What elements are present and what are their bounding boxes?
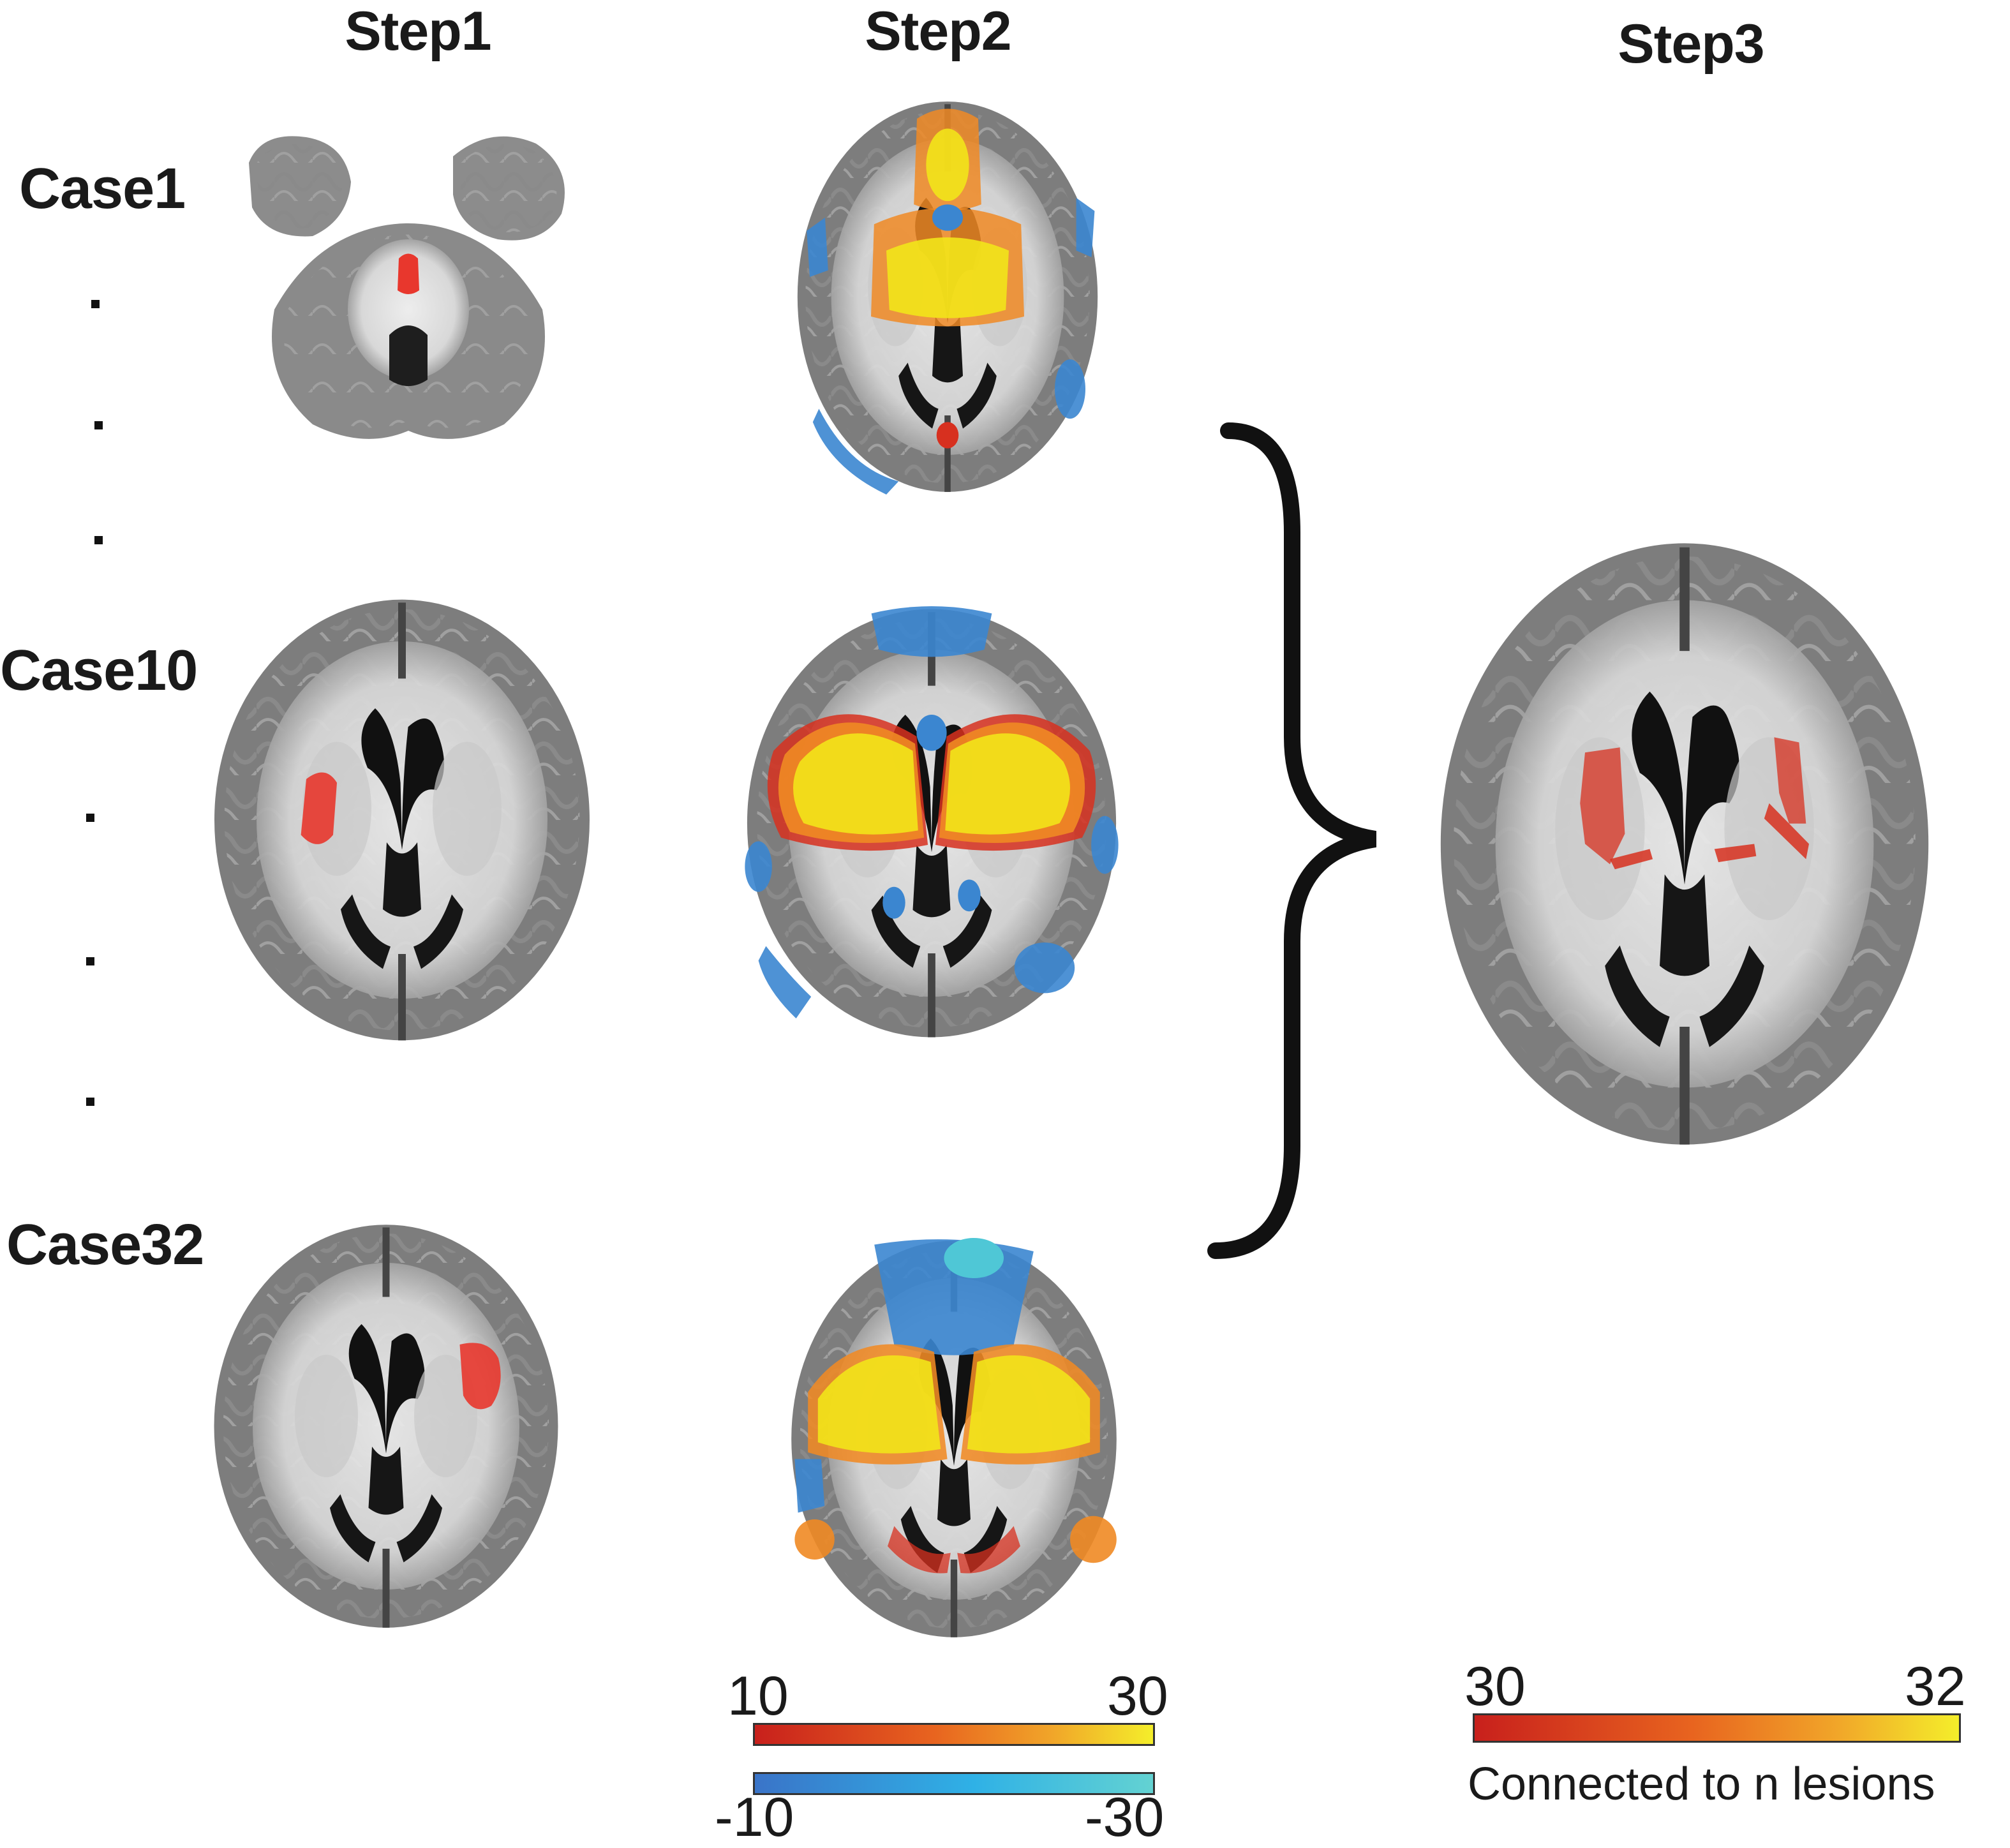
header-step2: Step2: [865, 1, 1011, 62]
ellipsis-dot: [86, 957, 94, 965]
case-label-32: Case32: [6, 1213, 204, 1277]
colorbar-positive-min-label: 10: [727, 1665, 789, 1727]
overlap-region: [1714, 844, 1757, 863]
colorbar-positive: [753, 1723, 1155, 1746]
lesion-marker: [398, 253, 419, 294]
header-step3: Step3: [1618, 13, 1764, 75]
colorbar-negative-min-label: -10: [715, 1787, 794, 1848]
ellipsis-dot: [86, 1098, 94, 1106]
case-label-10: Case10: [0, 639, 198, 703]
ellipsis-dot: [94, 421, 103, 429]
step2-case1-connectivity-map: [794, 99, 1101, 495]
step1-case10-brain-slice: [211, 597, 593, 1043]
ellipsis-dot: [86, 814, 94, 822]
colorbar-step3-caption: Connected to n lesions: [1468, 1759, 1935, 1810]
colorbar-step3: [1473, 1713, 1961, 1743]
case-label-1: Case1: [19, 157, 186, 221]
overlap-region: [1764, 803, 1809, 860]
step1-case32-brain-slice: [211, 1222, 562, 1630]
lesion-marker: [459, 1343, 501, 1410]
lesion-marker: [301, 772, 337, 844]
overlap-region: [1580, 747, 1625, 865]
right-curly-brace-icon: [1207, 422, 1377, 1259]
colorbar-negative: [753, 1772, 1155, 1795]
ellipsis-dot: [94, 536, 103, 544]
overlap-region: [1610, 849, 1653, 870]
overlap-region: [1774, 737, 1806, 824]
step2-case32-connectivity-map: [788, 1238, 1120, 1640]
step3-overlap-brain-slice: [1436, 539, 1933, 1149]
header-step1: Step1: [345, 1, 491, 62]
colorbar-positive-max-label: 30: [1107, 1665, 1168, 1727]
step2-case10-connectivity-map: [743, 606, 1120, 1040]
colorbar-step3-min-label: 30: [1464, 1656, 1526, 1717]
ellipsis-dot: [91, 300, 100, 308]
step1-case1-brain-slice: [249, 136, 565, 439]
colorbar-step3-max-label: 32: [1905, 1656, 1966, 1717]
colorbar-negative-max-label: -30: [1085, 1787, 1165, 1848]
